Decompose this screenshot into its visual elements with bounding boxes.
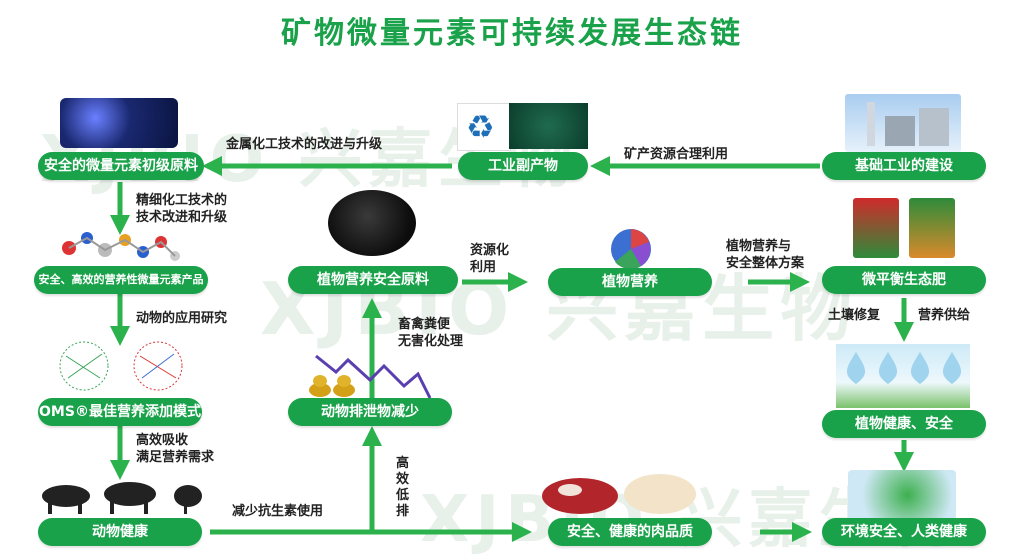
earth-image <box>848 470 956 520</box>
node-micro-balance-fertilizer: 微平衡生态肥 <box>822 266 986 294</box>
label-mineral-resource-use: 矿产资源合理利用 <box>624 147 729 162</box>
byproduct-texture-image <box>509 103 588 149</box>
network-diagram-image <box>48 340 198 394</box>
label-manure-harmless: 畜禽粪便无害化处理 <box>398 317 464 349</box>
label-nutrient-supply: 营养供给 <box>918 308 971 323</box>
livestock-image <box>38 478 208 518</box>
label-reduce-antibiotics: 减少抗生素使用 <box>232 504 324 519</box>
manure-icon <box>306 368 358 398</box>
black-powder-image <box>328 190 416 256</box>
node-meat-quality: 安全、健康的肉品质 <box>548 518 712 546</box>
label-high-efficiency-low-emission: 高效 低排 <box>396 456 410 519</box>
label-resource-utilization: 资源化利用 <box>470 243 510 275</box>
node-plant-nutrition: 植物营养 <box>548 268 712 296</box>
page-title: 矿物微量元素可持续发展生态链 <box>281 16 743 51</box>
water-drops-image <box>836 344 970 408</box>
node-plant-safe-raw-material: 植物营养安全原料 <box>288 266 458 294</box>
recycle-image: ♻ <box>457 103 511 151</box>
molecule-model-image <box>55 222 185 270</box>
label-fine-chem-upgrade: 精细化工技术的技术改进和升级 <box>136 193 228 225</box>
node-industrial-byproduct: 工业副产物 <box>458 152 588 180</box>
node-safe-trace-raw-material: 安全的微量元素初级原料 <box>38 152 204 180</box>
label-high-absorption: 高效吸收满足营养需求 <box>136 433 215 465</box>
node-env-human-health: 环境安全、人类健康 <box>822 518 986 546</box>
label-plant-nutrition-scheme: 植物营养与安全整体方案 <box>726 239 805 271</box>
svg-text:♻: ♻ <box>466 108 495 146</box>
node-plant-health: 植物健康、安全 <box>822 410 986 438</box>
decline-trend-line <box>315 354 432 399</box>
meat-image <box>540 468 710 518</box>
label-metal-chem-upgrade: 金属化工技术的改进与升级 <box>226 137 383 152</box>
node-animal-health: 动物健康 <box>38 518 202 546</box>
label-animal-application: 动物的应用研究 <box>136 311 228 326</box>
molecular-network-image <box>60 98 178 148</box>
factory-image <box>845 94 961 152</box>
node-nutritional-product: 安全、高效的营养性微量元素产品 <box>34 266 208 294</box>
node-basic-industry: 基础工业的建设 <box>822 152 986 180</box>
pie-chart-image <box>605 226 657 272</box>
fertilizer-bags-image <box>853 196 961 260</box>
node-excretion-reduction: 动物排泄物减少 <box>288 398 452 426</box>
label-soil-repair: 土壤修复 <box>828 308 881 323</box>
node-oms-model: OMS®最佳营养添加模式 <box>38 398 202 426</box>
